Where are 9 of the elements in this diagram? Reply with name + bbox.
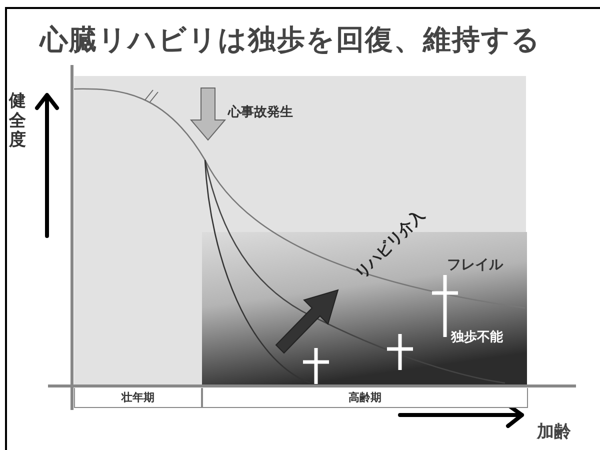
axis-label: 加齢 xyxy=(537,424,571,441)
curve-label: フレイル xyxy=(447,258,503,272)
title: 心臓リハビリは独歩を回復、維持する xyxy=(40,26,541,54)
curve-label: 独歩不能 xyxy=(451,331,503,344)
curve-label: リハビリ介入 xyxy=(352,207,428,282)
event-label: 心事故発生 xyxy=(228,106,293,119)
period-cell: 高齢期 xyxy=(202,388,528,408)
period-cell: 壮年期 xyxy=(74,388,202,408)
axis-label: 健全度 xyxy=(9,92,27,151)
